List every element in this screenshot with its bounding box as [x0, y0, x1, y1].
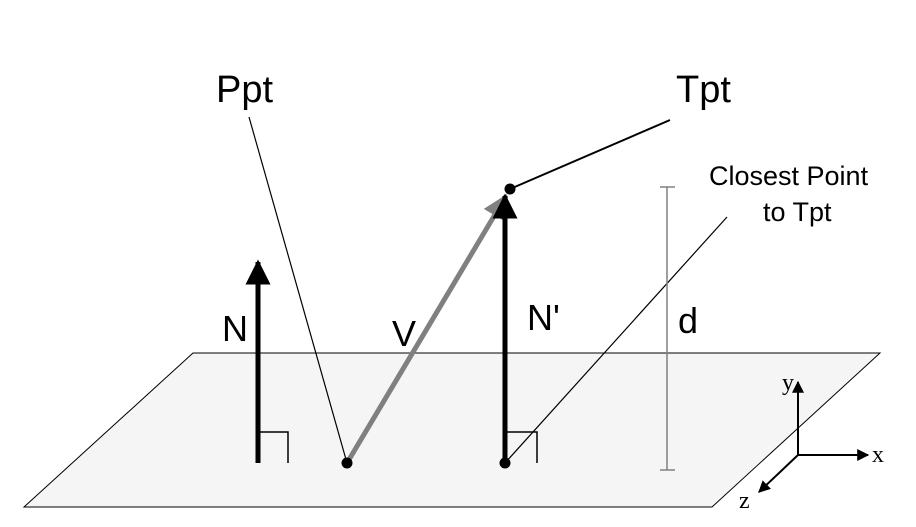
- axis-z-label: z: [739, 488, 750, 514]
- tpt-point: [504, 183, 516, 195]
- vector-v: [344, 193, 509, 465]
- label-ppt: Ppt: [216, 69, 273, 111]
- ppt-point: [341, 457, 353, 469]
- tpt-leader-line: [509, 119, 671, 190]
- label-n: N: [222, 308, 248, 349]
- label-tpt: Tpt: [676, 69, 731, 111]
- right-angle-marker-n: [258, 431, 289, 463]
- closest-point: [499, 457, 511, 469]
- label-d: d: [678, 300, 698, 341]
- right-angle-marker-n-prime: [505, 431, 538, 463]
- label-closest-line2: to Tpt: [763, 197, 832, 227]
- label-v: V: [392, 313, 416, 354]
- ppt-leader-line: [248, 116, 348, 464]
- axis-x-label: x: [872, 442, 884, 468]
- axis-y-label: y: [782, 370, 794, 396]
- plane: [22, 352, 882, 508]
- axis-z-line: [758, 454, 799, 493]
- closest-point-leader-line: [504, 216, 728, 464]
- label-closest-line1: Closest Point: [709, 161, 869, 191]
- label-n-prime: N': [527, 297, 560, 338]
